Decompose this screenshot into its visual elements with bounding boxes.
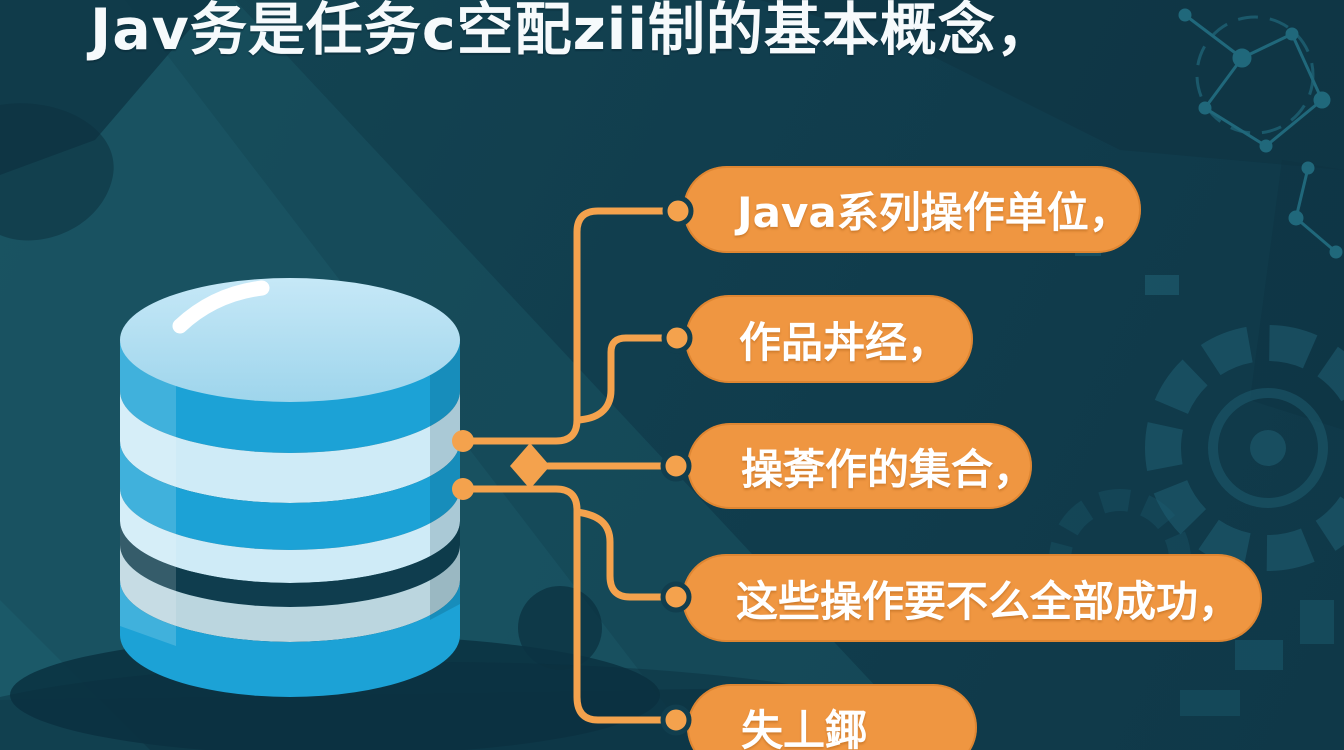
callout-text: Java系列操作单位，	[737, 188, 1131, 237]
infographic-title: Jav务是任务c空配zii制的基本概念，	[90, 0, 1054, 63]
callout-pill: Java系列操作单位，	[683, 166, 1141, 253]
callout-text: 操葊作的集合，	[741, 444, 1036, 494]
connector-dot	[452, 478, 474, 500]
callout-text: 这些操作要不么全部成功，	[736, 576, 1241, 626]
connector-node	[660, 704, 692, 736]
callout-pill: 作品丼经，	[685, 295, 973, 383]
connector-node	[660, 450, 692, 482]
callout-text: 失丄鎁	[741, 706, 868, 750]
highlight-swoosh	[172, 280, 270, 334]
connector-paths	[459, 207, 669, 724]
connector-dots	[452, 430, 474, 500]
callout-pill: 操葊作的集合，	[687, 423, 1035, 509]
callout-text: 作品丼经，	[739, 317, 950, 367]
callout-pill: 失丄鎁	[687, 684, 977, 750]
diamond-connector-icon	[510, 443, 550, 489]
callout-pill: 这些操作要不么全部成功，	[682, 554, 1262, 642]
connector-dot	[452, 430, 474, 452]
